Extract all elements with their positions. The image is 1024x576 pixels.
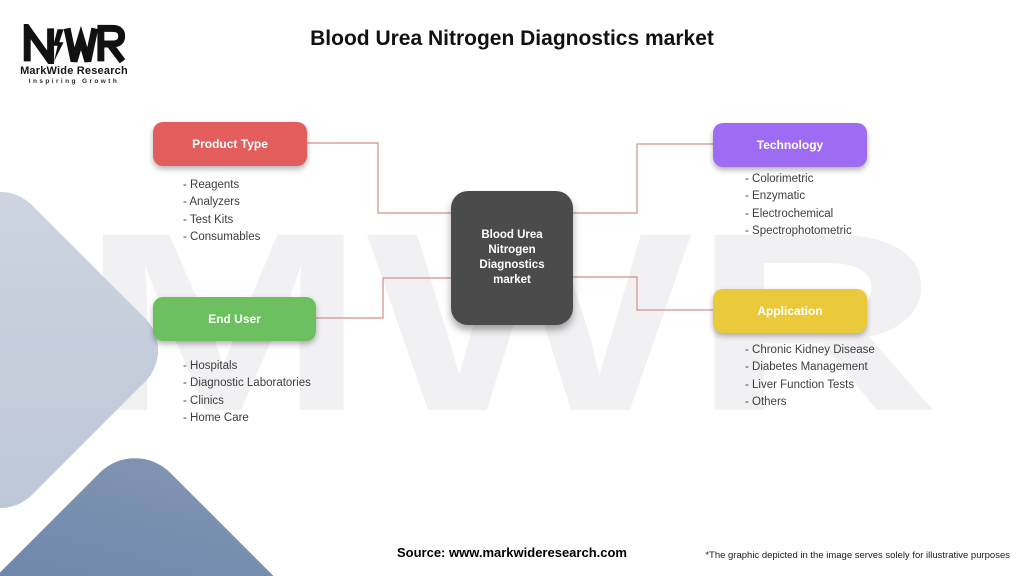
list-item: - Diagnostic Laboratories [183,377,311,390]
node-application-label: Application [757,304,823,318]
list-item: - Electrochemical [745,207,834,220]
list-item: - Reagents [183,179,240,191]
node-product-type: Product Type [153,122,307,166]
connector-end-user [316,277,451,319]
disclaimer-text: *The graphic depicted in the image serve… [705,550,1010,561]
list-item: - Consumables [183,231,261,244]
center-node-label: Blood Urea Nitrogen Diagnostics market [479,229,545,286]
connector-technology [573,143,713,214]
list-item: - Enzymatic [745,190,806,203]
node-technology-label: Technology [756,138,824,152]
list-item: - Liver Function Tests [745,378,855,391]
list-item: - Home Care [183,412,249,425]
node-end-user-label: End User [208,312,261,326]
logo-tagline: Inspiring Growth [28,78,120,85]
mwr-logo-icon [23,24,126,64]
connector-application [573,276,713,311]
center-node-market: Blood Urea Nitrogen Diagnostics market [451,191,573,325]
list-item: - Test Kits [183,213,234,226]
node-product-type-label: Product Type [192,137,268,151]
list-item: - Hospitals [183,360,238,372]
list-item: - Colorimetric [745,173,814,185]
end-user-items: - Hospitals - Diagnostic Laboratories - … [183,358,311,428]
page-title: Blood Urea Nitrogen Diagnostics market [310,27,714,50]
node-technology: Technology [713,123,867,167]
markwide-research-logo: MarkWide Research Inspiring Growth [18,24,130,85]
application-items: - Chronic Kidney Disease - Diabetes Mana… [745,342,875,412]
list-item: - Diabetes Management [745,361,868,374]
node-end-user: End User [153,297,316,341]
list-item: - Analyzers [183,196,240,209]
product-type-items: - Reagents - Analyzers - Test Kits - Con… [183,177,260,247]
connector-product-type [307,142,451,214]
list-item: - Clinics [183,394,224,407]
list-item: - Chronic Kidney Disease [745,344,875,356]
logo-company-name: MarkWide Research [20,65,128,77]
source-text: Source: www.markwideresearch.com [396,545,627,560]
list-item: - Spectrophotometric [745,225,852,238]
node-application: Application [713,289,867,333]
list-item: - Others [745,396,787,409]
technology-items: - Colorimetric - Enzymatic - Electrochem… [745,171,852,241]
